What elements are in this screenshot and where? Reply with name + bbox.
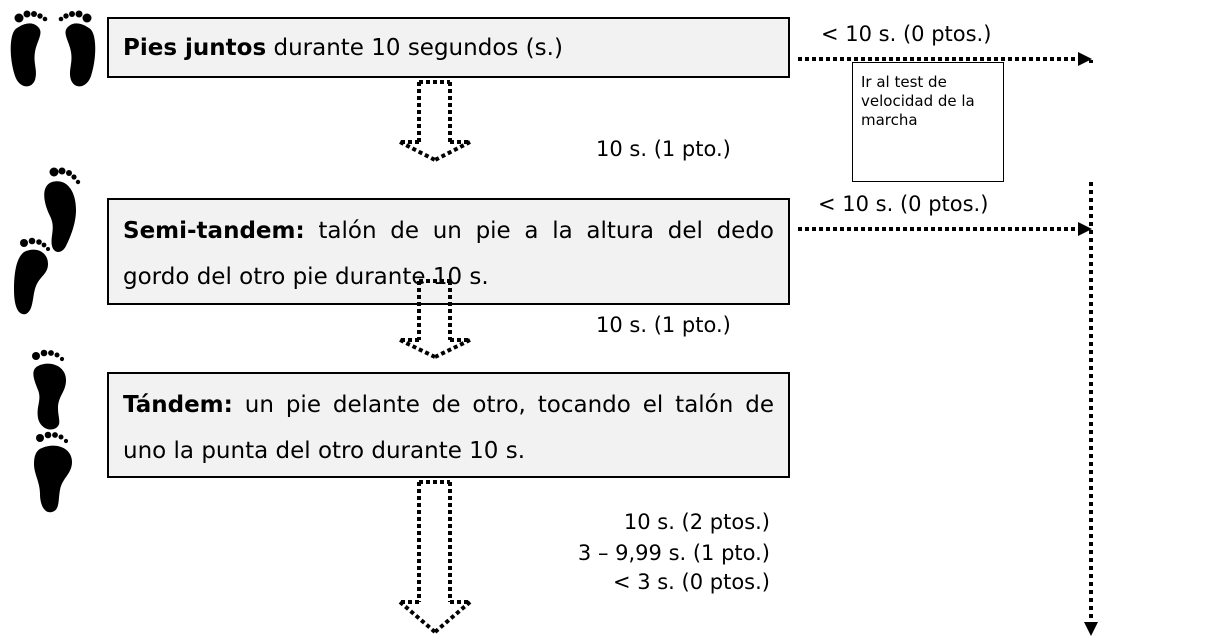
feet-semitandem-icon (14, 167, 81, 315)
down-arrow-3 (398, 480, 472, 634)
step-semi-tandem: Semi-tandem: talón de un pie a la altura… (107, 198, 790, 305)
final-score-3: < 3 s. (0 ptos.) (612, 570, 770, 594)
right-arrow-1 (798, 52, 1092, 66)
pass-label-2: 10 s. (1 pto.) (596, 313, 731, 337)
step-1-title: Pies juntos (123, 35, 267, 61)
pass-label-1: 10 s. (1 pto.) (596, 137, 731, 161)
go-to-gait-speed-box: Ir al test de velocidad de la marcha (852, 62, 1004, 182)
down-arrow-2 (399, 279, 471, 359)
step-pies-juntos: Pies juntos durante 10 segundos (s.) (107, 17, 790, 78)
feet-together-icon (10, 10, 96, 87)
step-3-title: Tándem: (123, 392, 233, 418)
step-3-text: un pie delante de otro, tocando el talón… (123, 392, 774, 464)
feet-tandem-icon (32, 349, 72, 513)
step-1-text: durante 10 segundos (s.) (266, 35, 563, 61)
final-score-2: 3 – 9,99 s. (1 pto.) (577, 541, 770, 565)
step-2-text: talón de un pie a la altura del dedo gor… (123, 218, 774, 290)
fail-label-2: < 10 s. (0 ptos.) (818, 192, 989, 216)
final-score-1: 10 s. (2 ptos.) (623, 510, 770, 534)
down-arrow-1 (399, 80, 471, 162)
step-tandem: Tándem: un pie delante de otro, tocando … (107, 372, 790, 478)
right-arrow-2 (798, 222, 1092, 236)
fail-label-1: < 10 s. (0 ptos.) (821, 22, 992, 46)
step-2-title: Semi-tandem: (123, 218, 305, 244)
vertical-arrow-right (1084, 60, 1098, 636)
